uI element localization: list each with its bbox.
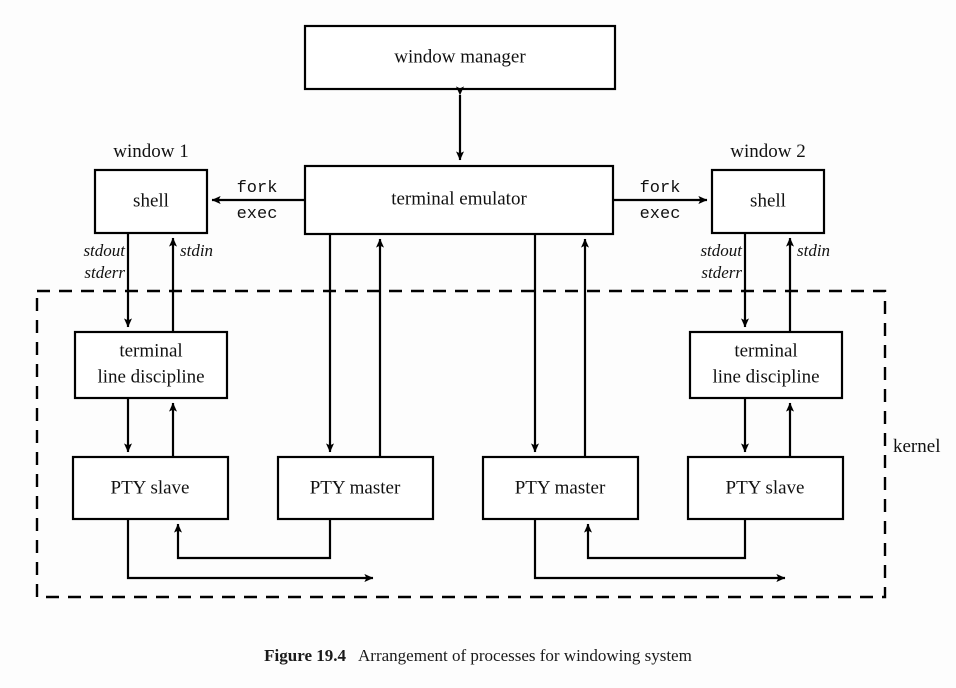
exec-left-label: exec — [237, 205, 278, 224]
box-pty-master-right[interactable] — [481, 455, 640, 521]
fork-right-label: fork — [640, 179, 681, 198]
tld-right-label-line1: terminal — [734, 340, 797, 361]
stderr-left-label: stderr — [84, 263, 125, 282]
terminal-emulator-label: terminal emulator — [391, 188, 527, 209]
window-2-label: window 2 — [730, 141, 805, 162]
box-window-manager[interactable] — [303, 24, 617, 91]
pty-master-left-label: PTY master — [310, 477, 401, 498]
fork-left-label: fork — [237, 179, 278, 198]
connector-pty-slave-left-to-master-left — [126, 519, 374, 582]
connector-pty-master-left-to-slave-left — [174, 519, 332, 560]
box-terminal-line-discipline-right[interactable] — [688, 330, 844, 400]
kernel-boundary — [35, 289, 887, 599]
tld-right-label-line2: line discipline — [712, 366, 819, 387]
pty-slave-left-label: PTY slave — [111, 477, 190, 498]
stderr-right-label: stderr — [701, 263, 742, 282]
figure-number: Figure 19.4 — [264, 646, 347, 665]
figure-caption-text: Arrangement of processes for windowing s… — [358, 646, 692, 665]
connector-pty-slave-right-to-master-right — [584, 519, 747, 560]
box-terminal-line-discipline-left[interactable] — [73, 330, 229, 400]
stdout-left-label: stdout — [83, 241, 126, 260]
stdin-left-label: stdin — [180, 241, 213, 260]
tld-left-label-line1: terminal — [119, 340, 182, 361]
tld-left-label-line2: line discipline — [97, 366, 204, 387]
box-shell-right[interactable] — [710, 168, 826, 235]
shell-left-label: shell — [133, 190, 169, 211]
exec-right-label: exec — [640, 205, 681, 224]
box-pty-slave-left[interactable] — [71, 455, 230, 521]
stdout-right-label: stdout — [700, 241, 743, 260]
pty-master-right-label: PTY master — [515, 477, 606, 498]
window-1-label: window 1 — [113, 141, 188, 162]
box-pty-slave-right[interactable] — [686, 455, 845, 521]
shell-right-label: shell — [750, 190, 786, 211]
stdin-right-label: stdin — [797, 241, 830, 260]
pty-slave-right-label: PTY slave — [726, 477, 805, 498]
kernel-label: kernel — [893, 436, 940, 457]
box-shell-left[interactable] — [93, 168, 209, 235]
connector-pty-master-right-to-slave-right — [533, 519, 786, 582]
box-terminal-emulator[interactable] — [303, 164, 615, 236]
box-pty-master-left[interactable] — [276, 455, 435, 521]
figure-caption: Figure 19.4 Arrangement of processes for … — [0, 646, 956, 666]
window-manager-label: window manager — [394, 46, 526, 67]
